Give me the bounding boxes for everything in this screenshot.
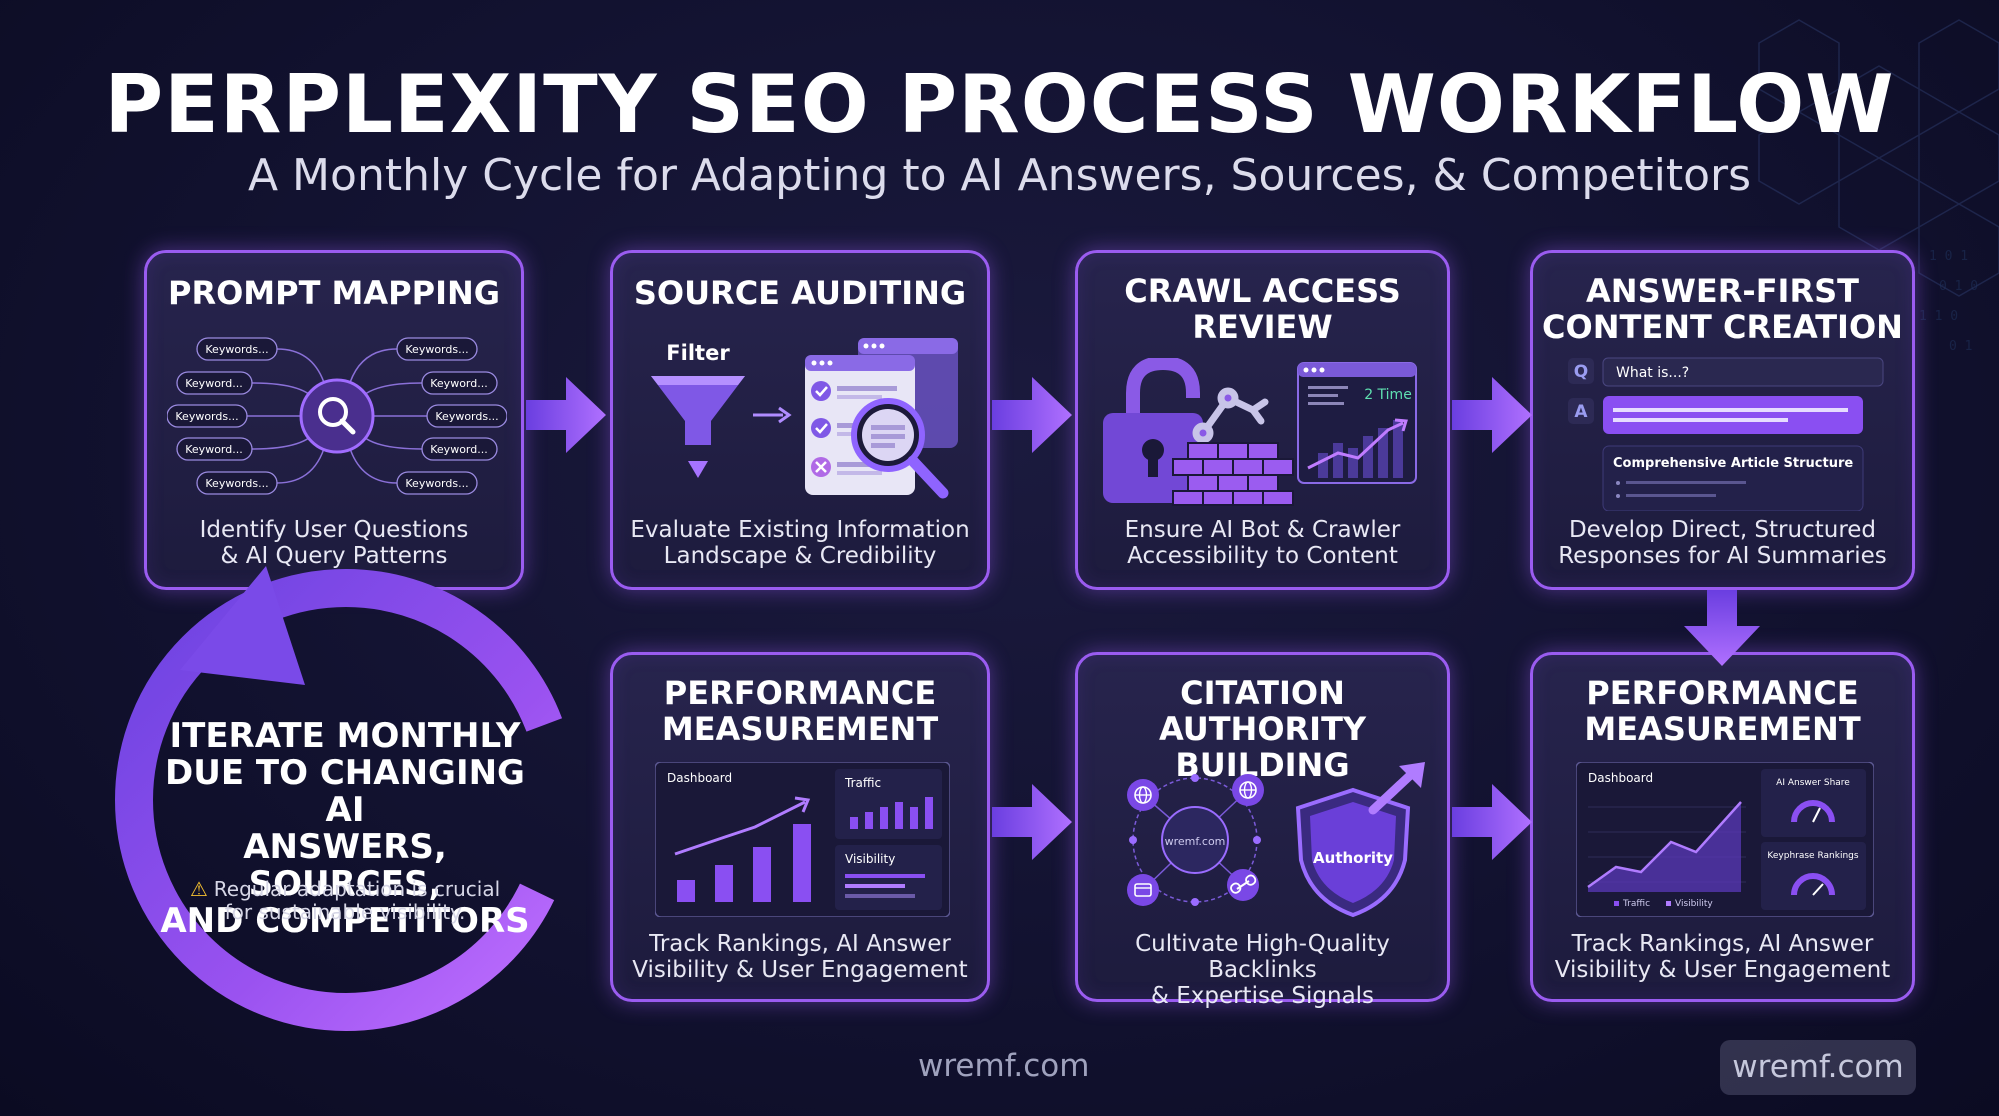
- keyword-label: Keywords...: [405, 343, 468, 356]
- source-audit-illustration: Filter: [651, 338, 958, 499]
- card-title: CITATION AUTHORITY BUILDING: [1158, 674, 1367, 784]
- card-performance-measurement-1: PERFORMANCE MEASUREMENT Dashboard Traffi…: [610, 652, 990, 1002]
- browser-icon: [1127, 874, 1159, 906]
- flow-arrow-right: [992, 377, 1072, 453]
- chart-label: 2 Time: [1364, 387, 1412, 403]
- keyword-label: Keywords...: [405, 477, 468, 490]
- keyword-label: Keyword...: [185, 443, 242, 456]
- hub-label: wremf.com: [1165, 835, 1226, 848]
- svg-text:1 0 1: 1 0 1: [1929, 249, 1968, 264]
- answer-label: A: [1574, 402, 1588, 422]
- brick-wall-icon: [1172, 442, 1294, 506]
- iteration-note: ⚠Regular adaptation is crucial for susta…: [189, 877, 501, 924]
- iteration-loop-text: ITERATE MONTHLY DUE TO CHANGING AI ANSWE…: [160, 716, 530, 941]
- dashboard-illustration: Dashboard Traffic Visibility: [655, 762, 950, 917]
- card-description: Track Rankings, AI Answer Visibility & U…: [632, 931, 968, 983]
- globe-icon: [1232, 774, 1264, 806]
- card-prompt-mapping: PROMPT MAPPING Keywords... Keyword... Ke…: [144, 250, 524, 590]
- keyword-label: Keyword...: [430, 377, 487, 390]
- keyword-label: Keywords...: [205, 477, 268, 490]
- filter-funnel-icon: [651, 376, 745, 478]
- page-title: PERPLEXITY SEO PROCESS WORKFLOW: [104, 58, 1895, 151]
- card-description: Ensure AI Bot & Crawler Accessibility to…: [1124, 517, 1401, 569]
- card-answer-first-content: ANSWER-FIRST CONTENT CREATION Q What is.…: [1530, 250, 1915, 590]
- dashboard-label: Dashboard: [667, 771, 732, 785]
- flow-arrow-down: [1684, 590, 1760, 666]
- shield-icon: Authority: [1295, 787, 1411, 918]
- keyword-mind-map: Keywords... Keyword... Keywords... Keywo…: [167, 337, 507, 495]
- card-title: PERFORMANCE MEASUREMENT: [661, 674, 939, 748]
- keyword-label: Keywords...: [175, 410, 238, 423]
- open-padlock-icon: [1103, 358, 1203, 503]
- flow-arrow-right: [1452, 784, 1532, 860]
- magnifier-icon: [299, 378, 375, 454]
- flow-arrow-right: [992, 784, 1072, 860]
- flow-arrow-right: [1452, 377, 1532, 453]
- card-source-auditing: SOURCE AUDITING Filter: [610, 250, 990, 590]
- hexagon-background: 1 0 1 0 1 0 1 1 0 0 1: [1758, 19, 1999, 354]
- card-citation-authority: CITATION AUTHORITY BUILDING wremf.com: [1075, 652, 1450, 1009]
- crawl-access-illustration: 2 Time: [1103, 358, 1417, 506]
- card-title: PERFORMANCE MEASUREMENT: [1584, 674, 1861, 748]
- question-label: Q: [1574, 362, 1588, 382]
- flow-arrow-right: [526, 377, 606, 453]
- svg-text:0 1: 0 1: [1949, 339, 1972, 354]
- iteration-loop-arrow: [115, 566, 577, 1031]
- filter-label: Filter: [666, 341, 730, 365]
- link-icon: [1227, 869, 1259, 901]
- question-text: What is...?: [1616, 365, 1689, 381]
- svg-text:1 1 0: 1 1 0: [1919, 309, 1958, 324]
- answer-share-label: AI Answer Share: [1776, 778, 1850, 788]
- card-title: CRAWL ACCESS REVIEW: [1124, 272, 1401, 346]
- legend-traffic: Traffic: [1622, 899, 1650, 909]
- card-title: PROMPT MAPPING: [167, 274, 501, 312]
- card-description: Track Rankings, AI Answer Visibility & U…: [1554, 931, 1891, 983]
- arrow-icon: [753, 406, 792, 424]
- robot-arm-icon: [1192, 387, 1269, 444]
- card-description: Identify User Questions & AI Query Patte…: [199, 517, 469, 569]
- card-performance-measurement-2: PERFORMANCE MEASUREMENT Dashboard Traffi…: [1530, 652, 1915, 1002]
- keyword-label: Keyword...: [185, 377, 242, 390]
- keyword-label: Keywords...: [435, 410, 498, 423]
- gauge-icon: [1791, 873, 1835, 896]
- card-title: SOURCE AUDITING: [633, 274, 967, 312]
- shield-label: Authority: [1313, 849, 1393, 867]
- qa-content-illustration: Q What is...? A Comprehensive Article St…: [1568, 357, 1884, 511]
- keyphrase-label: Keyphrase Rankings: [1767, 851, 1858, 861]
- keyword-label: Keyword...: [430, 443, 487, 456]
- watermark: wremf.com: [918, 1048, 1090, 1084]
- traffic-label: Traffic: [844, 776, 881, 790]
- dashboard-illustration: Dashboard Traffic Visibility AI Answer S…: [1576, 762, 1874, 917]
- dashboard-label: Dashboard: [1588, 771, 1653, 785]
- citation-network-illustration: wremf.com Aut: [1127, 762, 1425, 918]
- card-description: Evaluate Existing Information Landscape …: [630, 517, 970, 569]
- page-subtitle: A Monthly Cycle for Adapting to AI Answe…: [247, 150, 1752, 201]
- warning-icon: ⚠: [189, 877, 208, 901]
- card-description: Develop Direct, Structured Responses for…: [1558, 517, 1887, 569]
- legend-visibility: Visibility: [1675, 899, 1713, 909]
- globe-icon: [1127, 779, 1159, 811]
- watermark-badge: wremf.com: [1720, 1040, 1916, 1095]
- svg-text:0 1 0: 0 1 0: [1939, 279, 1978, 294]
- magnifier-icon: [851, 398, 949, 499]
- card-description: Cultivate High-Quality Backlinks & Exper…: [1135, 931, 1390, 1009]
- growth-arrow-icon: [1368, 762, 1425, 815]
- keyword-label: Keywords...: [205, 343, 268, 356]
- gauge-icon: [1791, 800, 1835, 823]
- card-title: ANSWER-FIRST CONTENT CREATION: [1542, 272, 1903, 346]
- analytics-window-icon: 2 Time: [1297, 362, 1417, 484]
- structure-label: Comprehensive Article Structure: [1613, 456, 1853, 471]
- card-crawl-access-review: CRAWL ACCESS REVIEW 2 Time: [1075, 250, 1450, 590]
- visibility-label: Visibility: [845, 852, 895, 866]
